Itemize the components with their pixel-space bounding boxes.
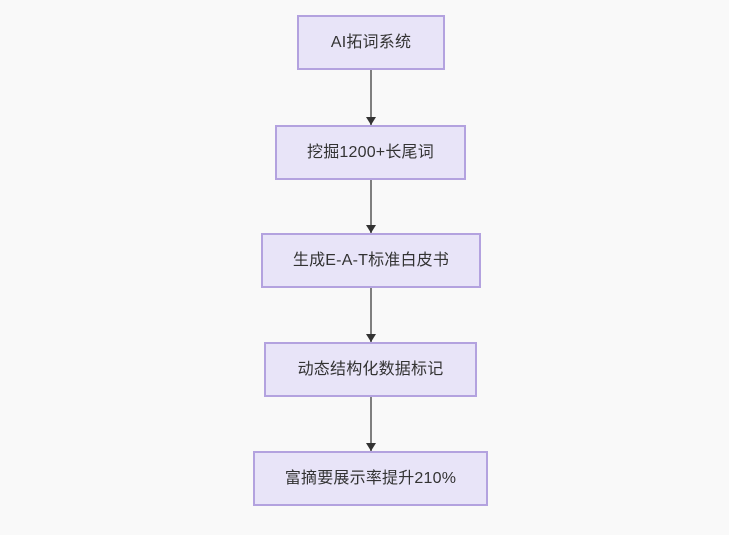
flow-node-label: AI拓词系统 [330,33,412,51]
arrowhead-icon [366,334,376,342]
flow-node[interactable]: 动态结构化数据标记 [264,342,477,397]
flow-node-label: 富摘要展示率提升210% [284,469,457,487]
flow-node-label: 动态结构化数据标记 [297,360,444,378]
arrowhead-icon [366,117,376,125]
connector-line [370,288,372,342]
flow-node-label: 生成E-A-T标准白皮书 [292,251,450,269]
flow-node-label: 挖掘1200+长尾词 [307,143,434,161]
connector-line [370,180,372,233]
flow-node[interactable]: 挖掘1200+长尾词 [275,125,466,180]
arrowhead-icon [366,443,376,451]
flow-node[interactable]: 生成E-A-T标准白皮书 [261,233,481,288]
flow-node[interactable]: AI拓词系统 [297,15,445,70]
flow-node[interactable]: 富摘要展示率提升210% [253,451,488,506]
connector-line [370,397,372,451]
arrowhead-icon [366,225,376,233]
connector-line [370,70,372,125]
